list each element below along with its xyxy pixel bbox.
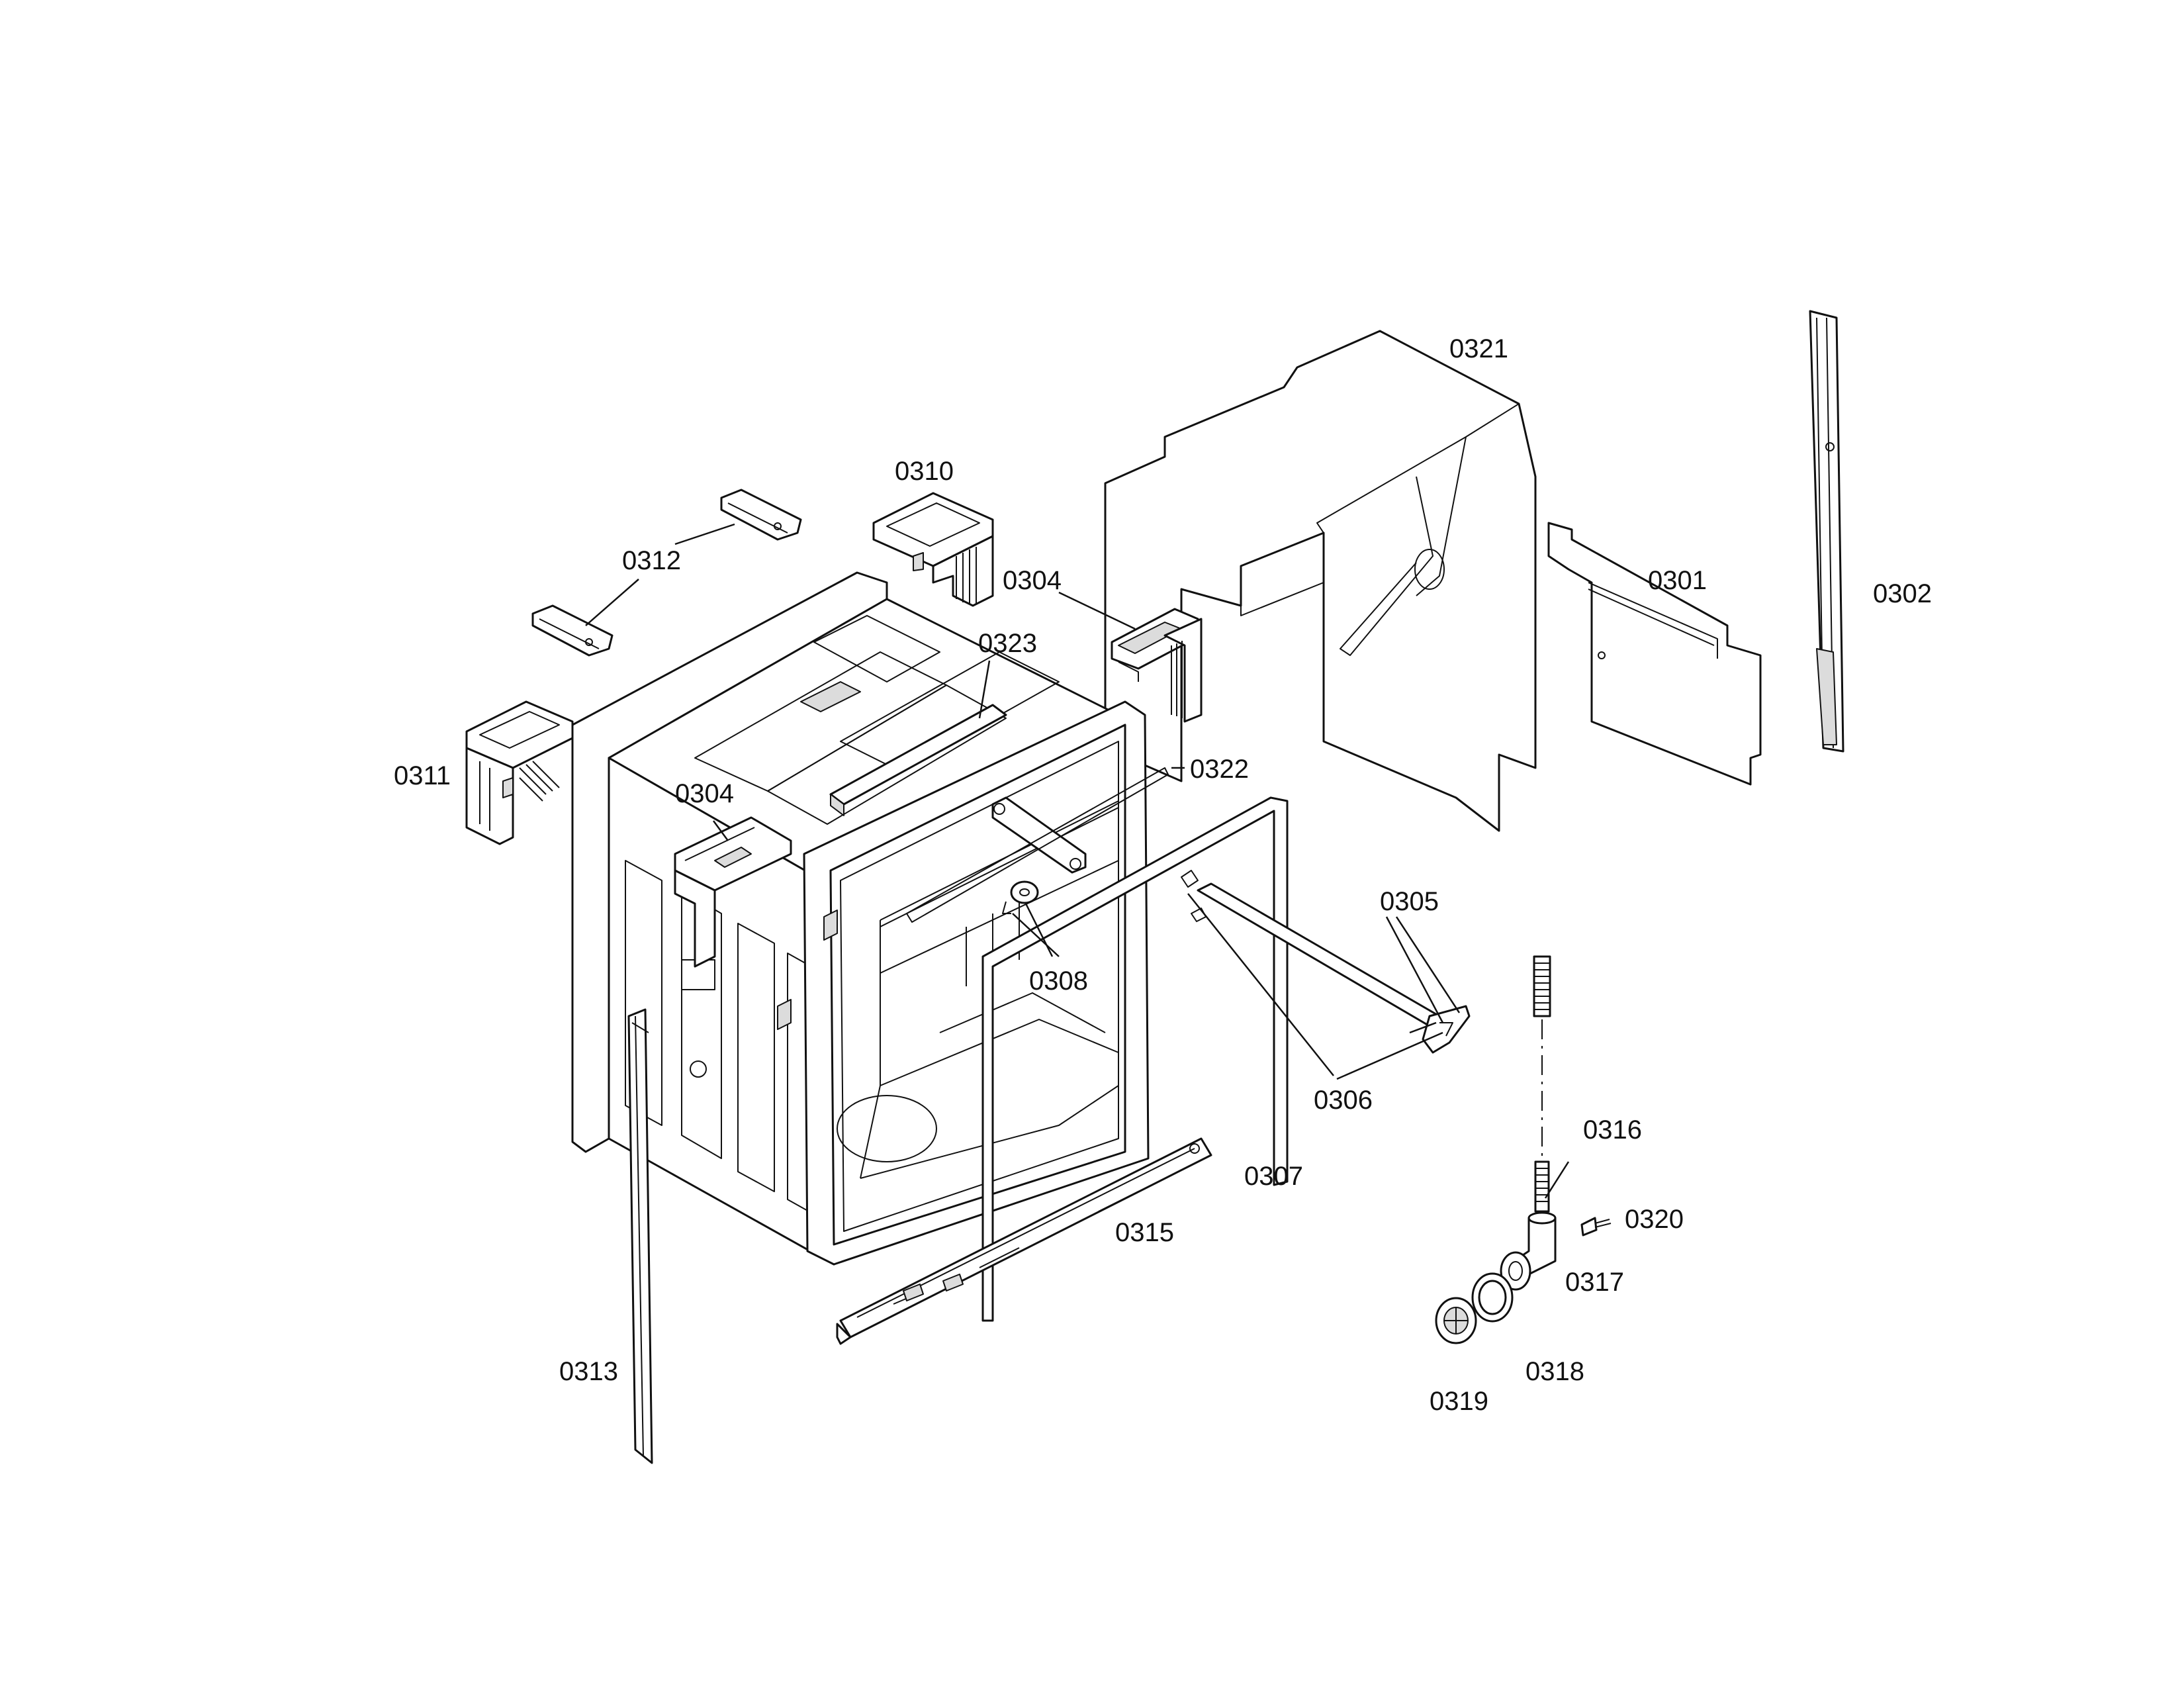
part-0308-washer xyxy=(1002,880,1039,914)
part-0313-side-strip xyxy=(627,1008,653,1464)
part-0322-seal xyxy=(906,767,1169,923)
label-0320: 0320 xyxy=(1625,1205,1684,1234)
part-0312-clip-upper xyxy=(720,489,802,541)
part-0306-rail-clip xyxy=(1181,870,1206,922)
label-0308: 0308 xyxy=(1029,966,1088,996)
part-0304-clip-upper xyxy=(1111,608,1203,723)
part-0319-cap xyxy=(1435,1297,1477,1344)
label-0312: 0312 xyxy=(622,546,681,575)
part-0310-clip xyxy=(872,492,994,607)
part-0307-door-seal xyxy=(981,796,1289,1322)
label-0316: 0316 xyxy=(1583,1115,1642,1145)
label-0304-upper: 0304 xyxy=(1003,566,1062,595)
part-0312-clip-lower xyxy=(531,604,614,657)
part-tub-cabinet xyxy=(571,571,1150,1266)
label-0311: 0311 xyxy=(394,761,451,790)
part-0320-screw xyxy=(1580,1217,1612,1237)
label-0306: 0306 xyxy=(1314,1086,1373,1115)
part-0321-insulation-panel xyxy=(1104,330,1537,832)
label-0310: 0310 xyxy=(895,457,954,486)
label-0317: 0317 xyxy=(1565,1268,1624,1297)
part-0304-clip-on-tub xyxy=(674,816,792,968)
label-0313: 0313 xyxy=(559,1357,618,1386)
part-0317-elbow xyxy=(1500,1211,1557,1291)
label-0322: 0322 xyxy=(1190,755,1249,784)
label-0305: 0305 xyxy=(1380,887,1439,916)
part-0311-clip xyxy=(465,700,574,845)
label-0323: 0323 xyxy=(978,629,1037,658)
part-0318-ring xyxy=(1471,1272,1514,1323)
part-0315-base-plate xyxy=(836,1137,1212,1345)
label-0307: 0307 xyxy=(1244,1162,1303,1191)
label-0301: 0301 xyxy=(1648,566,1707,595)
part-0301-bracket xyxy=(1547,522,1762,786)
leader-lines xyxy=(585,523,1570,1199)
label-0304-lower: 0304 xyxy=(675,779,734,808)
label-0318: 0318 xyxy=(1525,1357,1584,1386)
label-0302: 0302 xyxy=(1873,579,1932,608)
part-0316-threaded-rod xyxy=(1533,955,1551,1213)
label-0319: 0319 xyxy=(1430,1387,1488,1416)
part-labels: 0321 0310 0312 0304 0301 0302 0323 0322 … xyxy=(394,334,1932,1416)
label-0321: 0321 xyxy=(1449,334,1508,363)
part-0302-trim-strip xyxy=(1809,310,1844,753)
label-0315: 0315 xyxy=(1115,1218,1174,1247)
